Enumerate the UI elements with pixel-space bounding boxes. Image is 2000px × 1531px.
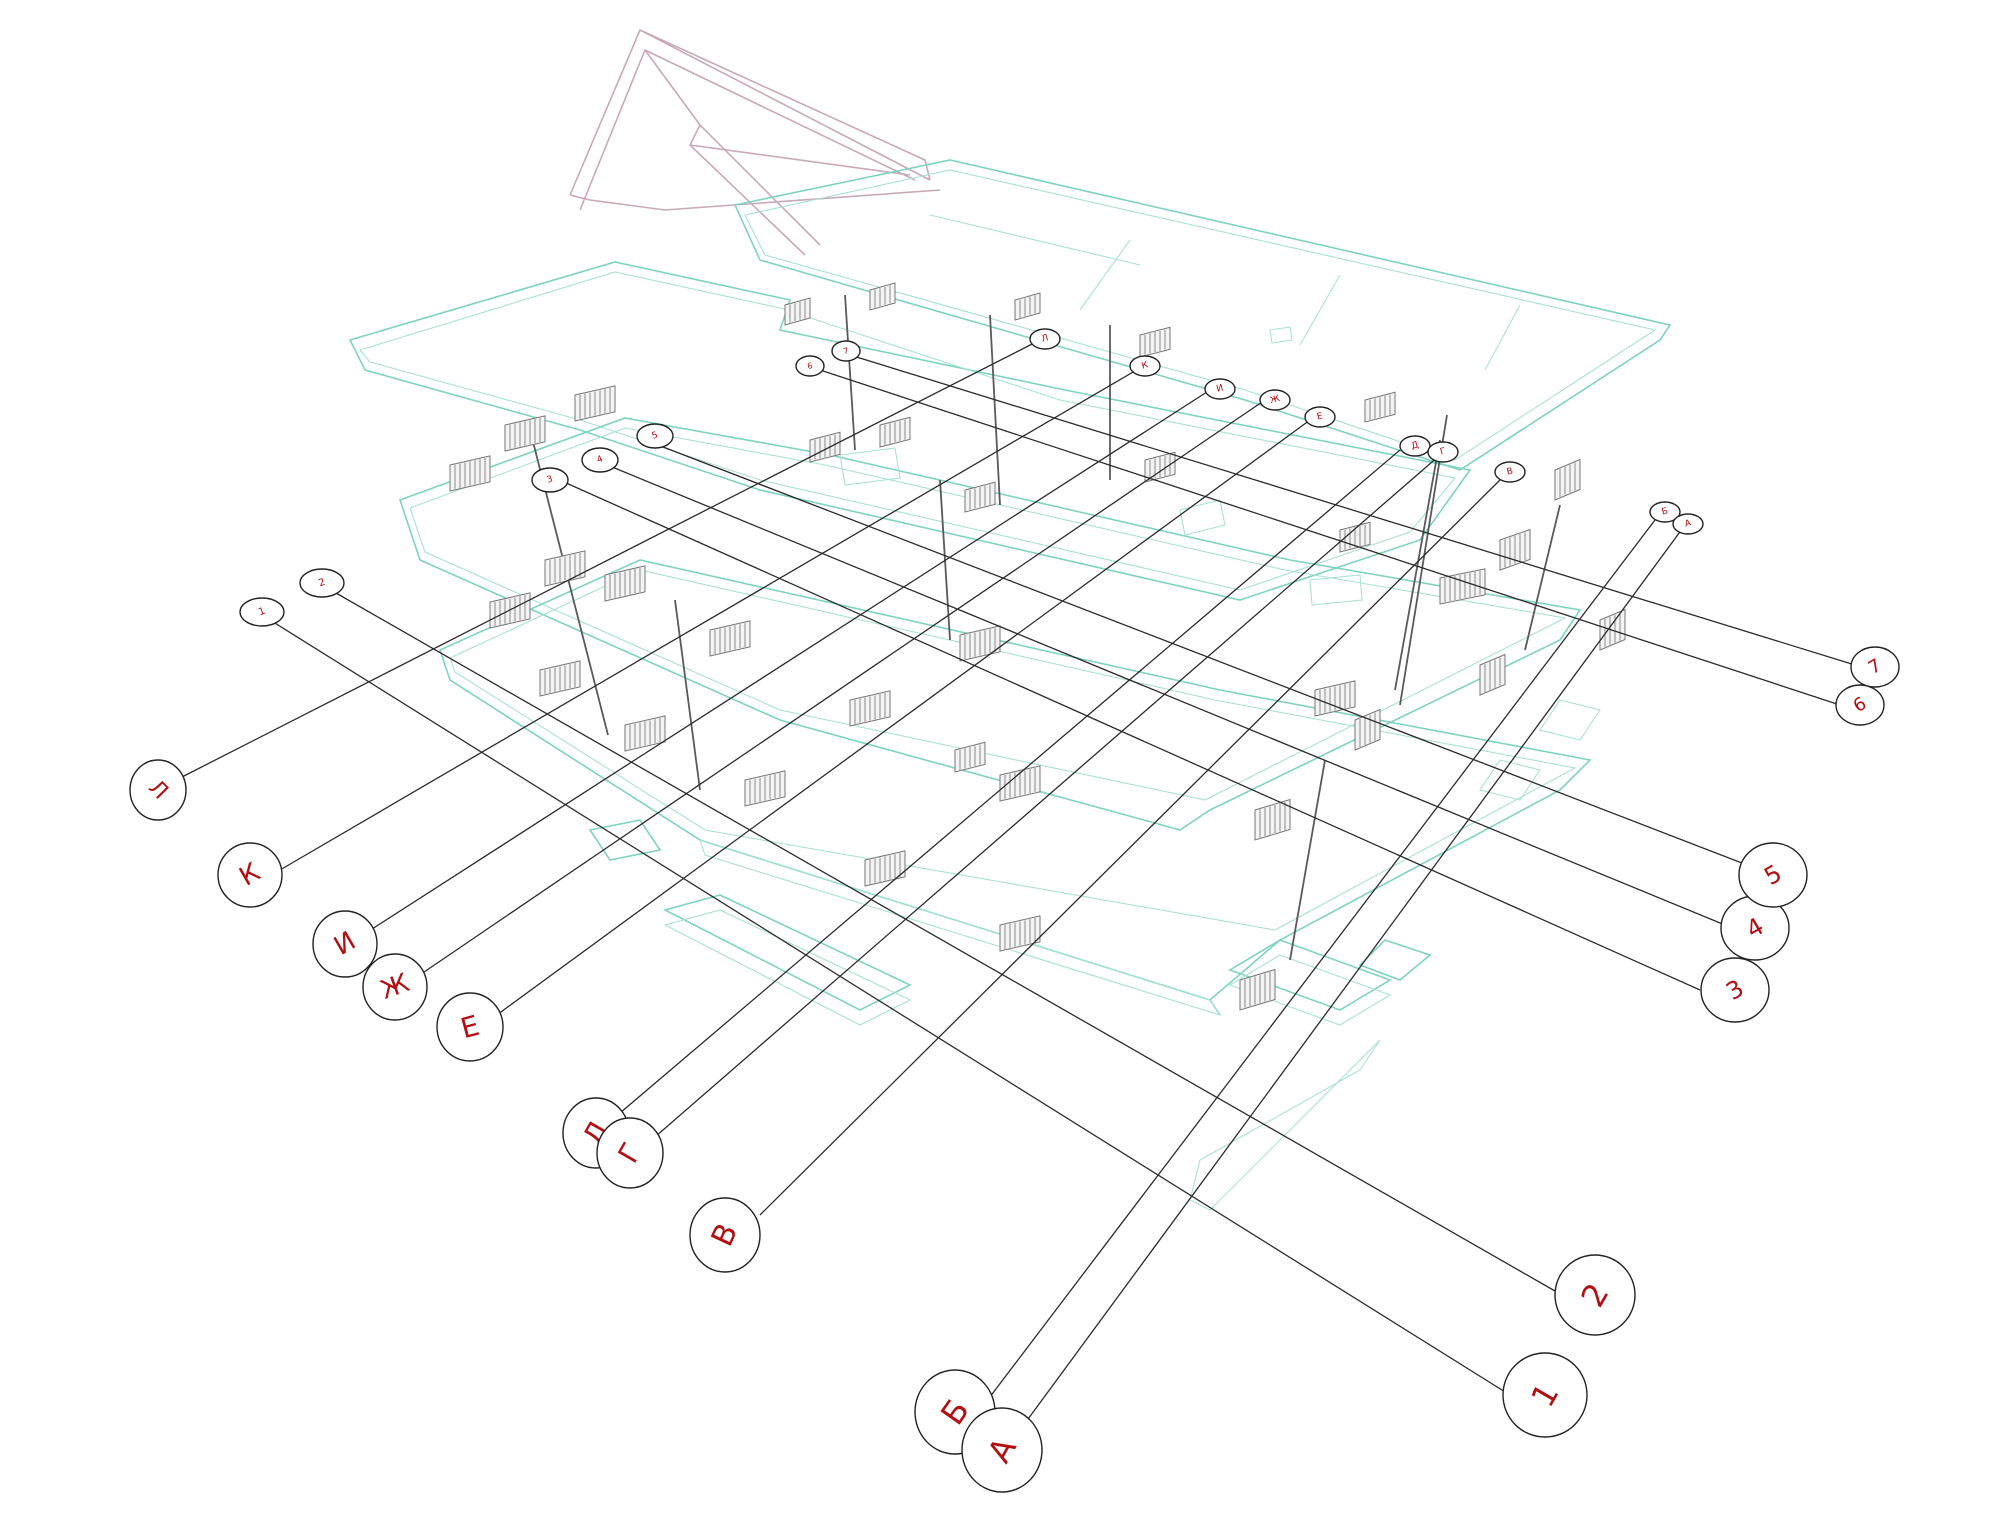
near-axis-bubble: Г — [596, 1117, 664, 1189]
radiator-icon — [809, 431, 841, 463]
radiator-icon — [959, 625, 1001, 662]
radiator-icon — [604, 565, 646, 602]
far-axis-bubble: 3 — [531, 467, 569, 493]
radiator-icon — [1499, 528, 1531, 571]
radiator-icon — [449, 455, 491, 492]
axis-label: Г — [1439, 446, 1447, 457]
far-axis-bubble: Е — [1304, 406, 1336, 428]
radiator-icon — [999, 915, 1041, 952]
axis-label: Ж — [1269, 394, 1281, 406]
radiator-icon — [964, 481, 996, 513]
radiator-icon — [1239, 968, 1276, 1011]
radiator-icon — [954, 741, 986, 773]
radiator-icon — [1364, 391, 1396, 423]
radiator-icon — [504, 415, 546, 452]
axis-label: 7 — [842, 346, 849, 356]
axis-label: 3 — [546, 474, 555, 485]
axis-label: Л — [1040, 333, 1049, 344]
building-structure — [348, 159, 1672, 1211]
axis-label: 6 — [806, 361, 813, 371]
near-axis-bubble: Ж — [362, 953, 428, 1021]
far-axis-bubble: Б — [1649, 501, 1681, 523]
axis-label: Д — [1410, 440, 1419, 451]
far-axis-bubble: Ж — [1259, 389, 1291, 411]
near-axis-bubble: 7 — [1850, 646, 1900, 688]
far-axis-bubble: И — [1204, 378, 1236, 400]
radiator-icon — [879, 416, 911, 448]
axis-label: 4 — [596, 454, 605, 465]
far-axis-bubble: 4 — [581, 447, 619, 473]
radiators — [449, 282, 1626, 1011]
radiator-icon — [869, 282, 896, 311]
axis-leader-lines — [179, 339, 1856, 1431]
far-axis-bubble: В — [1494, 461, 1526, 483]
far-axis-bubble: Л — [1029, 328, 1061, 350]
far-axis-bubble: 1 — [239, 597, 285, 627]
radiator-icon — [849, 690, 891, 727]
radiator-icon — [1554, 458, 1581, 501]
radiator-icon — [1014, 292, 1041, 321]
axis-label: Е — [1316, 411, 1324, 422]
radiator-icon — [1479, 653, 1506, 696]
radiator-icon — [1354, 708, 1381, 751]
near-axis-bubble: 3 — [1700, 957, 1770, 1023]
radiator-icon — [544, 550, 586, 587]
radiator-icon — [624, 715, 666, 752]
near-axis-bubble: И — [312, 910, 378, 978]
axis-label: Б — [1661, 506, 1670, 517]
far-axis-bubble: Д — [1399, 435, 1431, 457]
radiator-icon — [1144, 451, 1176, 483]
radiator-icon — [574, 385, 616, 422]
far-axis-bubble: А — [1672, 513, 1704, 535]
axis-label: К — [1141, 360, 1150, 371]
axis-label: 2 — [317, 577, 327, 590]
near-axis-bubble: 2 — [1554, 1254, 1636, 1336]
near-axis-bubble: В — [689, 1197, 761, 1273]
far-axis-bubble: Г — [1427, 441, 1459, 463]
axis-label: В — [1506, 466, 1515, 477]
axis-label: 1 — [257, 606, 267, 619]
near-axis-bubble: 1 — [1502, 1352, 1588, 1438]
radiator-icon — [864, 850, 906, 887]
radiator-icon — [999, 765, 1041, 802]
near-axis-bubble: К — [217, 842, 283, 908]
near-axis-bubble: 5 — [1738, 842, 1808, 908]
radiator-icon — [744, 770, 786, 807]
near-axis-bubble: Е — [436, 992, 504, 1062]
roof-outline — [569, 28, 941, 256]
near-axis-bubble: 4 — [1720, 895, 1790, 961]
axis-label: И — [1215, 383, 1224, 394]
radiator-icon — [1139, 326, 1171, 358]
far-axis-bubble: 2 — [299, 568, 345, 598]
far-axis-bubble: 6 — [795, 355, 825, 377]
radiator-icon — [709, 620, 751, 657]
near-axis-bubble: А — [961, 1407, 1043, 1493]
axis-label: А — [1684, 518, 1693, 529]
radiator-icon — [1314, 680, 1356, 717]
radiator-icon — [784, 297, 811, 326]
radiator-icon — [539, 660, 581, 697]
radiator-icon — [1254, 798, 1291, 841]
near-axis-bubble: Л — [129, 759, 187, 821]
near-axis-bubble: 6 — [1835, 684, 1885, 726]
axis-label: 5 — [651, 430, 660, 441]
far-axis-bubble: 5 — [636, 423, 674, 449]
far-axis-bubble: К — [1129, 355, 1161, 377]
far-axis-bubble: 7 — [831, 340, 861, 362]
